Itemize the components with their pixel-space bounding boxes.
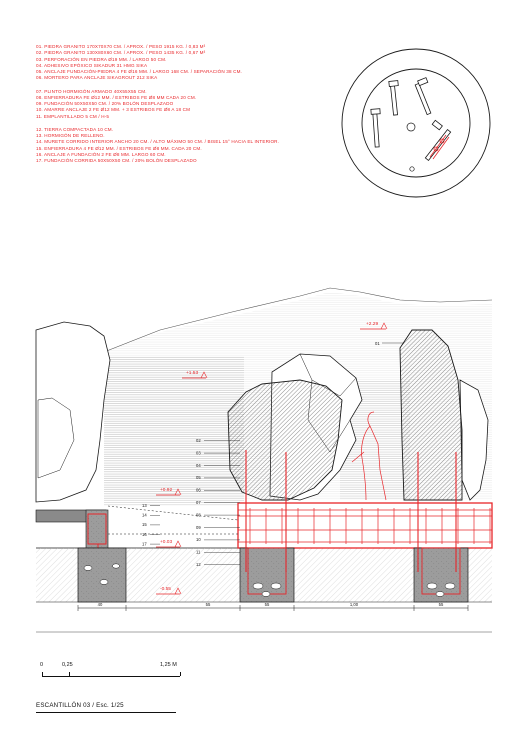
level-marker-229: +2.29 (360, 321, 388, 330)
dimension-label: 55 (439, 602, 444, 607)
plan-center-mark (406, 122, 416, 132)
tag-label: 01 (375, 341, 380, 346)
scale-tick-label: 1,25 M (160, 662, 177, 668)
tag-label: 12 (196, 562, 201, 567)
stone-anchor-bars (245, 450, 457, 572)
caption-underline (36, 712, 176, 713)
tag-label: 16 (142, 532, 147, 537)
level-label: -0.55 (160, 586, 171, 592)
legend-item: 02. PIEDRA GRANITO 130X80X60 CM. / APROX… (36, 50, 206, 56)
legend-item: 04. ADHESIVO EPÓXICO SIKADUR 31 HMG SIKA (36, 62, 148, 68)
tag-label: 03 (196, 450, 201, 455)
legend-item: 11. EMPLANTILLADO 5 CM / H-5 (36, 113, 110, 119)
plan-outer-ring (341, 48, 491, 198)
scale-tick (180, 672, 181, 676)
scale-tick (42, 672, 43, 676)
tag-label: 10 (196, 537, 201, 542)
plan-rod (370, 108, 381, 148)
person-silhouette (351, 411, 387, 501)
dimension-label: 1,00 (350, 602, 359, 607)
legend-group-stones: 01. PIEDRA GRANITO 170X70X70 CM. / APROX… (36, 44, 336, 82)
tag-label: 04 (196, 463, 201, 468)
legend-item: 07. PLINTO HORMIGÓN ARMADO 40X55X55 CM. (36, 88, 147, 94)
legend-item: 06. MORTERO PARA ANCLAJE SIKAGROUT 212 S… (36, 75, 158, 81)
legend-item: 03. PERFORACIÓN EN PIEDRA Ø19 MM. / LARG… (36, 56, 167, 62)
legend-item: 15. ENFIERRADURA 4 FE Ø12 MM. / ESTRIBOS… (36, 145, 202, 151)
legend-group-wall: 12. TIERRA COMPACTADA 10 CM. 13. HORMIGÓ… (36, 127, 336, 165)
low-wall-rebar (87, 513, 107, 545)
legend-item: 17. FUNDACIÓN CORRIDA 50X50X50 CM. / 20%… (36, 158, 197, 163)
scale-tick-label: 0,25 (62, 662, 73, 668)
foundation-boulders (83, 563, 456, 597)
legend-item: 12. TIERRA COMPACTADA 10 CM. (36, 126, 114, 132)
plan-inner-ring (361, 68, 471, 178)
callout-tags-left: 13 14 15 16 17 (142, 503, 160, 546)
foundation-left (77, 547, 127, 603)
scale-tick (69, 672, 70, 676)
tag-label: 14 (142, 513, 147, 518)
level-label: +2.29 (366, 321, 378, 327)
slab-rebar (238, 509, 492, 543)
background-hatch-left (104, 356, 244, 506)
level-marker-003: +0.03 (156, 539, 182, 548)
low-wall (85, 509, 109, 549)
callout-tags-middle: 02 03 04 05 06 07 08 09 10 11 12 (196, 438, 240, 567)
level-label: +1.53 (186, 370, 198, 376)
level-marker-055: -0.55 (156, 586, 182, 595)
boulder-facet (37, 397, 75, 479)
scale-bar: 0 0,25 1,25 M ESCANTILLÓN 03 / Esc. 1/25 (36, 662, 196, 722)
legend-item: 08. ENFIERRADURA FE Ø12 MM. / ESTRIBOS F… (36, 94, 197, 100)
dimension-label: 55 (206, 602, 211, 607)
scale-tick-label: 0 (40, 662, 44, 668)
plan-view-circle (341, 48, 491, 198)
tag-label: 05 (196, 475, 201, 480)
level-marker-092: +0.92 (156, 487, 182, 496)
tag-label: 11 (196, 550, 201, 555)
background-boulder-right (459, 379, 489, 501)
dimension-ticks (77, 605, 469, 611)
plan-rod (414, 77, 432, 116)
scale-line (42, 676, 180, 677)
tag-label: 02 (196, 438, 201, 443)
level-label: +0.92 (160, 487, 172, 493)
legend-item: 13. HORMIGÓN DE RELLENO. (36, 133, 105, 138)
level-marker-153: +1.53 (182, 370, 208, 379)
tag-label: 17 (142, 541, 147, 546)
plan-rod (388, 80, 399, 116)
mountain-outline (103, 287, 493, 353)
legend-item: 10. AMARRE ANCLAJE 2 FE Ø12 MM. + 3 ESTR… (36, 107, 191, 113)
stone-01 (399, 329, 463, 501)
legend-item: 16. ANCLAJE A FUNDACIÓN 2 FE Ø8 MM. LARG… (36, 151, 166, 157)
plan-rod-anchored (429, 134, 450, 160)
background-boulder-left (35, 321, 111, 503)
tag-label: 13 (142, 503, 147, 508)
legend-item: 05. ANCLAJE FUNDACIÓN-PIEDRA 4 FE Ø16 MM… (36, 69, 242, 74)
legend-item: 09. FUNDACIÓN 50X50X50 CM. / 20% BOLÓN D… (36, 101, 174, 106)
tag-label: 08 (196, 512, 201, 517)
tag-label: 15 (142, 522, 147, 527)
tag-label: 07 (196, 500, 201, 505)
dimension-label: 55 (265, 602, 270, 607)
drawing-caption: ESCANTILLÓN 03 / Esc. 1/25 (36, 702, 124, 709)
tag-label: 09 (196, 525, 201, 530)
platform-slab (237, 502, 493, 549)
legend-group-plinth: 07. PLINTO HORMIGÓN ARMADO 40X55X55 CM. … (36, 89, 336, 120)
legend: 01. PIEDRA GRANITO 170X70X70 CM. / APROX… (36, 44, 336, 171)
level-label: +0.03 (160, 539, 172, 545)
tag-label: 06 (196, 488, 201, 493)
legend-item: 01. PIEDRA GRANITO 170X70X70 CM. / APROX… (36, 44, 206, 49)
dimension-label: 40 (98, 602, 103, 607)
plan-rod-end (409, 166, 415, 172)
slab-stirrups (249, 508, 491, 544)
legend-item: 14. MURETE CORRIDO INTERIOR ANCHO 20 CM.… (36, 139, 280, 145)
hidden-line (107, 505, 239, 521)
stone-02 (227, 379, 343, 501)
